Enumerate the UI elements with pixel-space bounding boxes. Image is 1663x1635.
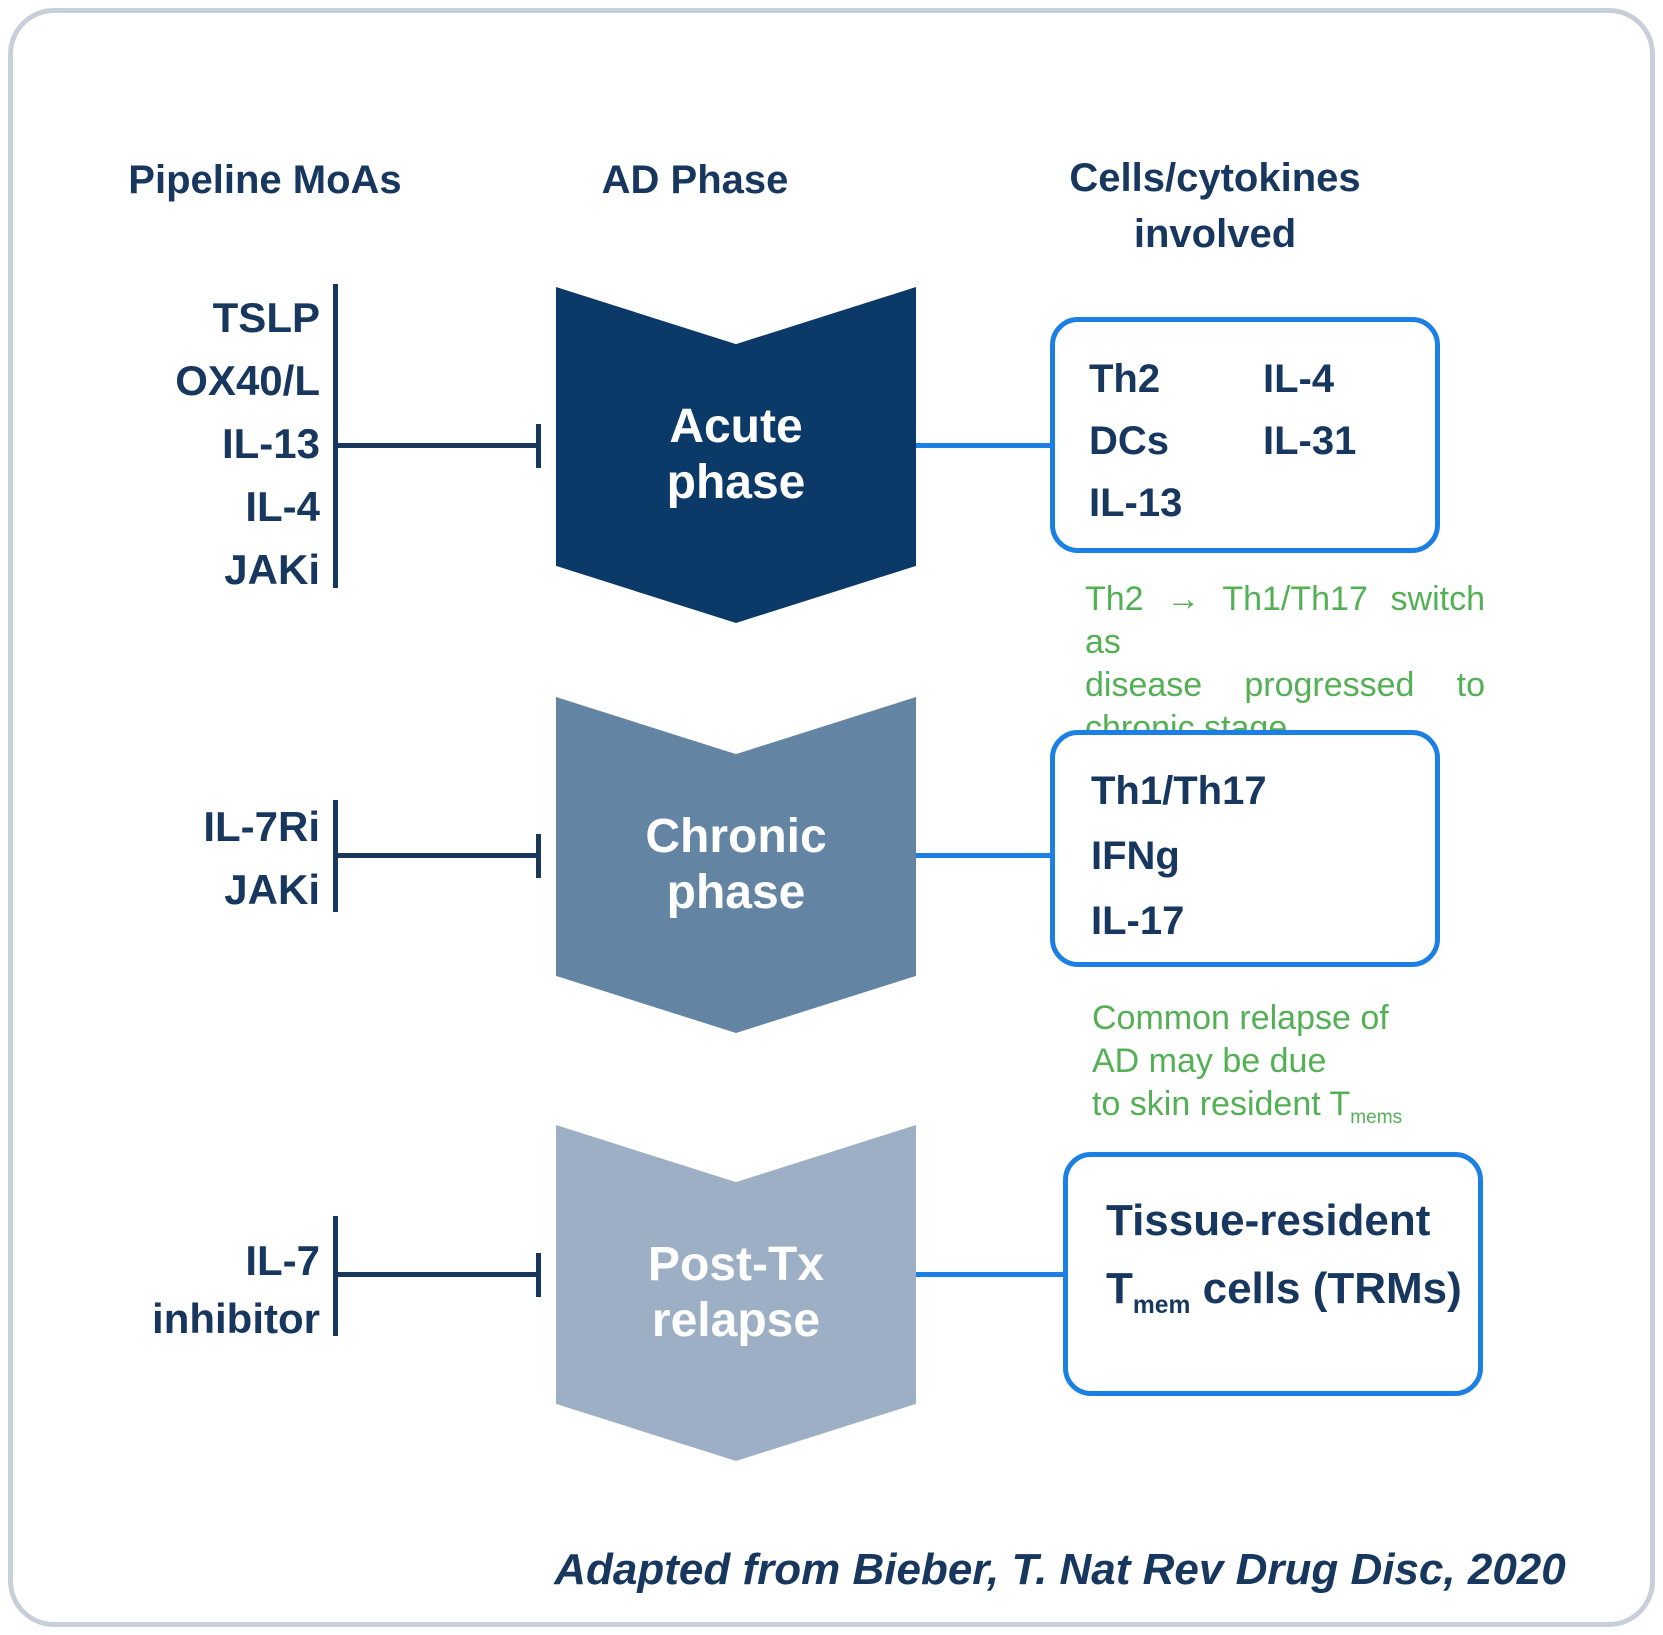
column-header-cells-line2: involved: [1133, 212, 1297, 256]
post-connector-line: [916, 1272, 1063, 1277]
cytokine-label: IL-31: [1263, 419, 1357, 463]
acute-connector-line: [916, 443, 1052, 448]
acute-inhibitor-tbar-icon: [536, 424, 541, 468]
cytokine-label: Tmem cells (TRMs): [1106, 1255, 1478, 1323]
cytokine-label: Th2: [1089, 357, 1161, 401]
acute-moa-bracket-line: [333, 284, 338, 588]
citation-text: Adapted from Bieber, T. Nat Rev Drug Dis…: [554, 1545, 1566, 1594]
cytokine-label: IL-4: [1263, 357, 1335, 401]
chronic-inhibitor-tbar-icon: [536, 834, 541, 878]
note-line: AD may be due: [1092, 1042, 1327, 1080]
note-line: disease progressed to: [1085, 666, 1485, 704]
column-header-pipeline-moas: Pipeline MoAs: [128, 158, 402, 202]
post-moa-list: IL-7 inhibitor: [40, 1232, 320, 1348]
note-line3-text: to skin resident T: [1092, 1085, 1351, 1123]
note-line3-subscript: mems: [1350, 1106, 1403, 1128]
cytokine-label: IL-17: [1091, 899, 1185, 943]
column-header-cells-cytokines: Cells/cytokines involved: [1030, 150, 1400, 262]
tmem-subscript: mem: [1132, 1291, 1191, 1319]
chronic-phase-label: Chronic phase: [645, 809, 826, 920]
phase-label-line: phase: [666, 456, 806, 509]
acute-cytokines-column-2: IL-4 IL-31: [1263, 348, 1356, 534]
chronic-note: Common relapse of AD may be due to skin …: [1092, 997, 1512, 1128]
post-inhibitor-tbar-icon: [536, 1253, 541, 1297]
moa-label: IL-7: [245, 1237, 320, 1284]
moa-label: TSLP: [212, 294, 320, 341]
acute-note: Th2 → Th1/Th17 switch as disease progres…: [1085, 578, 1485, 750]
acute-cytokines-column-1: Th2 DCs IL-13: [1089, 348, 1229, 534]
cytokine-label: Tissue-resident: [1106, 1196, 1431, 1245]
phase-label-line: Post-Tx: [647, 1238, 824, 1292]
chronic-moa-list: IL-7Ri JAKi: [120, 795, 320, 921]
note-line: Th2 → Th1/Th17 switch as: [1085, 580, 1485, 661]
phase-label-line: Acute: [669, 400, 803, 454]
acute-inhibitor-line: [338, 443, 536, 448]
moa-label: inhibitor: [152, 1295, 320, 1342]
moa-label: IL-4: [245, 483, 320, 530]
frame-border: [8, 8, 1655, 1627]
phase-label-line: phase: [666, 866, 806, 919]
phase-label-line: Chronic: [645, 810, 827, 864]
moa-label: JAKi: [224, 866, 320, 913]
moa-label: IL-13: [221, 420, 320, 467]
moa-label: JAKi: [224, 546, 320, 593]
tmem-suffix: cells (TRMs): [1190, 1264, 1462, 1313]
moa-label: OX40/L: [175, 357, 320, 404]
acute-moa-list: TSLP OX40/L IL-13 IL-4 JAKi: [120, 286, 320, 601]
cytokine-label: IFNg: [1091, 834, 1180, 878]
tmem-prefix: T: [1106, 1264, 1133, 1313]
chronic-connector-line: [916, 853, 1052, 858]
column-header-cells-line1: Cells/cytokines: [1069, 156, 1361, 200]
note-line: to skin resident Tmems: [1092, 1083, 1512, 1128]
post-cytokines-box: Tissue-resident Tmem cells (TRMs): [1063, 1152, 1483, 1396]
phase-label-line: relapse: [651, 1294, 821, 1347]
post-inhibitor-line: [338, 1272, 536, 1277]
chronic-inhibitor-line: [338, 853, 536, 858]
acute-cytokines-box: Th2 DCs IL-13 IL-4 IL-31: [1050, 317, 1440, 553]
chronic-moa-bracket-line: [333, 800, 338, 912]
cytokine-label: Th1/Th17: [1091, 769, 1267, 813]
cytokine-label: IL-13: [1089, 481, 1183, 525]
post-tx-relapse-label: Post-Tx relapse: [648, 1237, 824, 1348]
note-line: Common relapse of: [1092, 999, 1389, 1037]
moa-label: IL-7Ri: [203, 803, 320, 850]
cytokine-label: DCs: [1089, 419, 1170, 463]
post-moa-bracket-line: [333, 1216, 338, 1336]
chronic-cytokines-box: Th1/Th17 IFNg IL-17: [1050, 730, 1440, 967]
column-header-ad-phase: AD Phase: [601, 158, 789, 202]
acute-phase-label: Acute phase: [667, 399, 806, 510]
